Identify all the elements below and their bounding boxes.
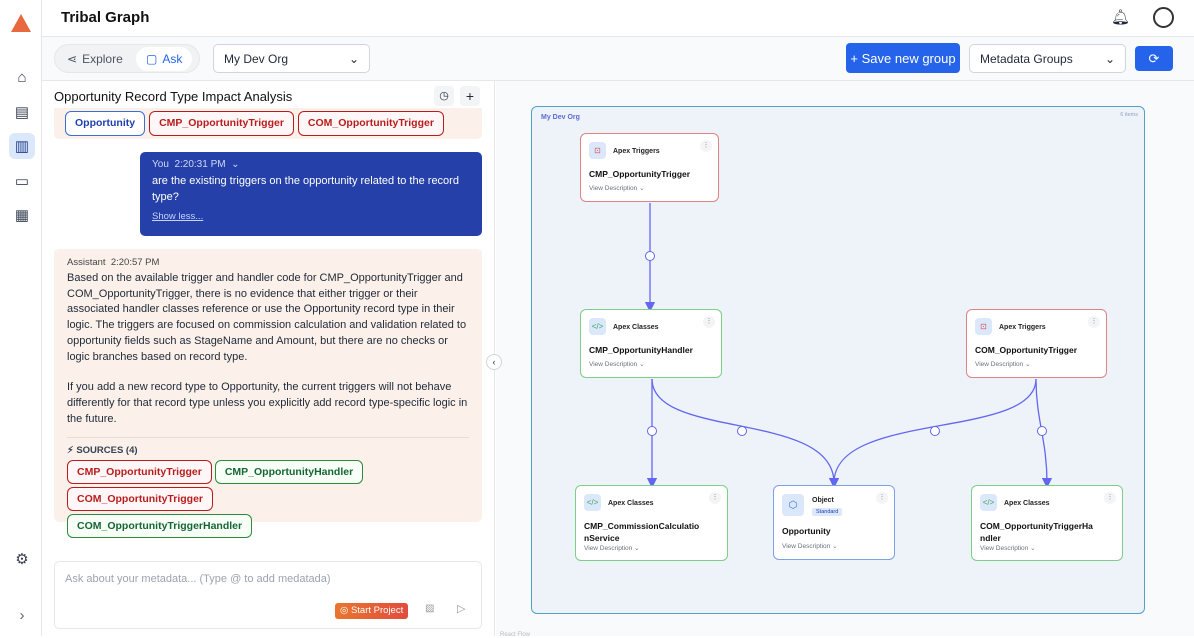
cube-icon: ⬡ (782, 494, 804, 516)
node-menu-icon[interactable]: ⋮ (700, 140, 712, 152)
chat-panel: Opportunity Record Type Impact Analysis … (42, 81, 502, 636)
metadata-groups-select[interactable]: Metadata Groups⌄ (969, 44, 1126, 73)
group-count: 6 items (1120, 112, 1138, 118)
send-icon[interactable]: ▷ (457, 603, 466, 615)
sidebar: ⌂ ▤ ▥ ▭ ▦ ⚙ › (0, 0, 42, 636)
user-message: You 2:20:31 PM ⌄ are the existing trigge… (140, 152, 482, 236)
start-project-button[interactable]: ◎ Start Project (335, 603, 409, 619)
image-upload-icon[interactable]: ▨ (425, 603, 435, 614)
code-icon: </> (589, 318, 606, 335)
chevron-down-icon: ⌄ (1104, 51, 1115, 66)
source-chip[interactable]: COM_OpportunityTriggerHandler (67, 514, 253, 539)
node-menu-icon[interactable]: ⋮ (1088, 316, 1100, 328)
graph-node[interactable]: ⊡ Apex Triggers ⋮ CMP_OpportunityTrigger… (580, 133, 719, 202)
home-icon[interactable]: ⌂ (17, 68, 27, 86)
app-title: Tribal Graph (61, 9, 150, 26)
code-icon: </> (980, 494, 997, 511)
trigger-icon: ⊡ (975, 318, 992, 335)
collapse-panel-button[interactable]: ‹ (486, 354, 502, 370)
logo-icon (11, 14, 31, 32)
notifications-bell-icon[interactable]: 🔔︎ (1110, 9, 1130, 26)
folder-icon[interactable]: ▭ (14, 173, 30, 190)
user-avatar-icon[interactable] (1153, 7, 1174, 28)
ask-tab[interactable]: ▢Ask (136, 47, 193, 71)
view-description-toggle[interactable]: View Description ⌄ (584, 545, 640, 552)
settings-icon[interactable]: ⚙ (15, 551, 29, 568)
history-button[interactable]: ◷ (434, 86, 454, 106)
group-label: My Dev Org (541, 114, 580, 121)
node-menu-icon[interactable]: ⋮ (709, 492, 721, 504)
graph-node[interactable]: </> Apex Classes ⋮ COM_OpportunityTrigge… (971, 485, 1123, 561)
view-description-toggle[interactable]: View Description ⌄ (975, 361, 1031, 368)
show-less-link[interactable]: Show less... (152, 211, 204, 222)
share-icon: ⋖ (67, 52, 78, 66)
header: Tribal Graph 🔔︎ (42, 0, 1194, 37)
new-chat-button[interactable]: + (460, 86, 480, 106)
node-menu-icon[interactable]: ⋮ (1104, 492, 1116, 504)
graph-node[interactable]: ⊡ Apex Triggers ⋮ COM_OpportunityTrigger… (966, 309, 1107, 378)
source-chip[interactable]: COM_OpportunityTrigger (67, 487, 213, 512)
toolbar: ⋖Explore ▢Ask My Dev Org⌄ + Save new gro… (42, 37, 1194, 81)
view-description-toggle[interactable]: View Description ⌄ (980, 545, 1036, 552)
graph-node[interactable]: ⬡ Object Standard ⋮ Opportunity View Des… (773, 485, 895, 560)
org-select[interactable]: My Dev Org⌄ (213, 44, 370, 73)
chat-icon: ▢ (146, 52, 158, 66)
node-menu-icon[interactable]: ⋮ (703, 316, 715, 328)
node-menu-icon[interactable]: ⋮ (876, 492, 888, 504)
view-description-toggle[interactable]: View Description ⌄ (589, 185, 645, 192)
chip-com-trigger[interactable]: COM_OpportunityTrigger (297, 111, 444, 136)
view-description-toggle[interactable]: View Description ⌄ (589, 361, 645, 368)
chevron-down-icon: ⌄ (348, 51, 359, 66)
trigger-icon: ⊡ (589, 142, 606, 159)
document-icon[interactable]: ▤ (14, 104, 30, 121)
chat-title: Opportunity Record Type Impact Analysis (54, 89, 293, 104)
source-chip[interactable]: CMP_OpportunityTrigger (67, 460, 212, 485)
graph-node[interactable]: </> Apex Classes ⋮ CMP_OpportunityHandle… (580, 309, 722, 378)
assistant-message: Assistant 2:20:57 PM Based on the availa… (54, 249, 482, 539)
save-new-group-button[interactable]: + Save new group (846, 43, 960, 73)
code-icon: </> (584, 494, 601, 511)
map-icon[interactable]: ▥ (9, 133, 35, 159)
chip-cmp-trigger[interactable]: CMP_OpportunityTrigger (149, 111, 294, 136)
explore-tab[interactable]: ⋖Explore (67, 52, 123, 66)
chip-opportunity[interactable]: Opportunity (65, 111, 146, 136)
source-chip[interactable]: CMP_OpportunityHandler (214, 460, 364, 485)
react-flow-attribution: React Flow (500, 632, 531, 638)
refresh-button[interactable]: ⟳ (1135, 46, 1173, 71)
view-description-toggle[interactable]: View Description ⌄ (782, 543, 838, 550)
building-icon[interactable]: ▦ (14, 207, 30, 224)
graph-node[interactable]: </> Apex Classes ⋮ CMP_CommissionCalcula… (575, 485, 728, 561)
expand-chevron-icon[interactable]: › (19, 606, 25, 624)
chat-input[interactable]: Ask about your metadata... (Type @ to ad… (54, 561, 482, 629)
context-chips: Opportunity CMP_OpportunityTrigger COM_O… (54, 108, 482, 139)
mode-toggle: ⋖Explore ▢Ask (54, 44, 200, 73)
lightning-icon: ⚡︎ (67, 445, 74, 457)
standard-badge: Standard (812, 508, 843, 516)
